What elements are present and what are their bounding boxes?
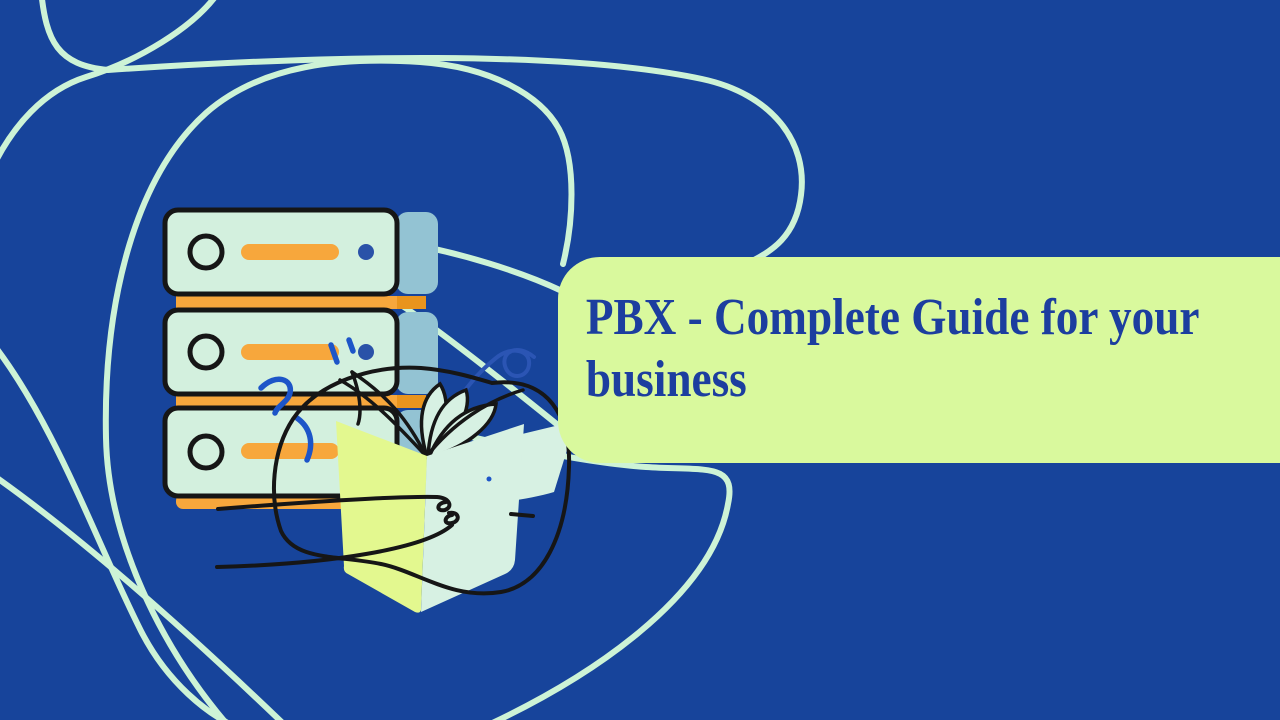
server-unit-1: [162, 207, 400, 297]
open-book-illustration: [336, 370, 576, 613]
server-connector-bar: [176, 296, 398, 309]
book-blue-speck: [486, 476, 492, 482]
squiggle-line: [39, 0, 805, 267]
blue-curl: [294, 415, 314, 463]
book-right-page: [421, 424, 524, 612]
server-shadow-panel: [396, 312, 438, 394]
blue-curl: [258, 376, 293, 416]
server-connector-bar-dark: [397, 395, 426, 408]
blue-scribbles: [258, 337, 356, 463]
book-left-page: [336, 421, 427, 613]
ink-dash: [509, 512, 535, 518]
squiggle-line: [0, 0, 217, 160]
server-led-bar: [241, 244, 339, 260]
page-title: PBX - Complete Guide for your business: [585, 289, 1199, 408]
server-indicator-dot: [358, 344, 374, 360]
server-power-circle: [187, 333, 225, 371]
hand-scribble: [215, 494, 460, 569]
book-page-flutter: [350, 370, 428, 458]
squiggle-line: [0, 348, 229, 720]
book-page-flutter: [338, 378, 428, 458]
server-led-bar: [241, 443, 339, 459]
server-power-circle: [187, 233, 225, 271]
server-power-circle: [187, 433, 225, 471]
blue-tick: [328, 342, 340, 365]
server-shadow-panel: [396, 212, 438, 294]
server-indicator-dot: [358, 244, 374, 260]
blue-scribble-faint: [451, 348, 536, 409]
server-connector-bar-dark: [397, 296, 426, 309]
book-page-flutter: [425, 388, 525, 458]
squiggle-line: [102, 57, 575, 720]
server-unit-2: [162, 307, 400, 397]
title-card: PBX - Complete Guide for your business: [558, 257, 1280, 463]
blue-tick: [346, 337, 356, 354]
server-led-bar: [241, 344, 339, 360]
squiggle-line: [0, 476, 284, 720]
